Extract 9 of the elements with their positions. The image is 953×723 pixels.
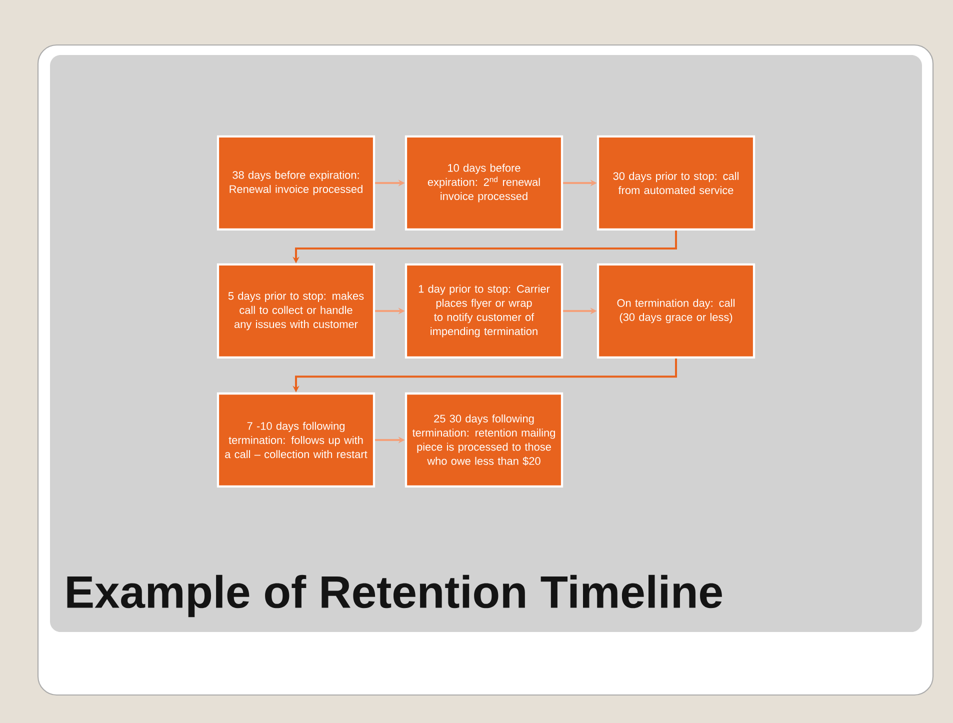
slide-title: Example of Retention Timeline — [67, 574, 722, 618]
process-box: 10 days before expiration: 2$^{nd}$ renewal invoice processed — [404, 135, 564, 231]
process-box: 7 -10 days following termination: follows up with a call – collection with restart — [216, 392, 376, 488]
process-box: 25 30 days following termination: retention mailing piece is processed to those who owe less than $20 — [404, 392, 564, 488]
process-box: 1 day prior to stop: Carrier places flyer or wrap to notify customer of impending termination — [404, 263, 564, 359]
process-box: 38 days before expiration: Renewal invoice processed — [216, 135, 376, 231]
process-box: On termination day: call (30 days grace or less) — [596, 263, 756, 359]
process-box: 5 days prior to stop: makes call to collect or handle any issues with customer — [216, 263, 376, 359]
process-box: 30 days prior to stop: call from automated service — [596, 135, 756, 231]
